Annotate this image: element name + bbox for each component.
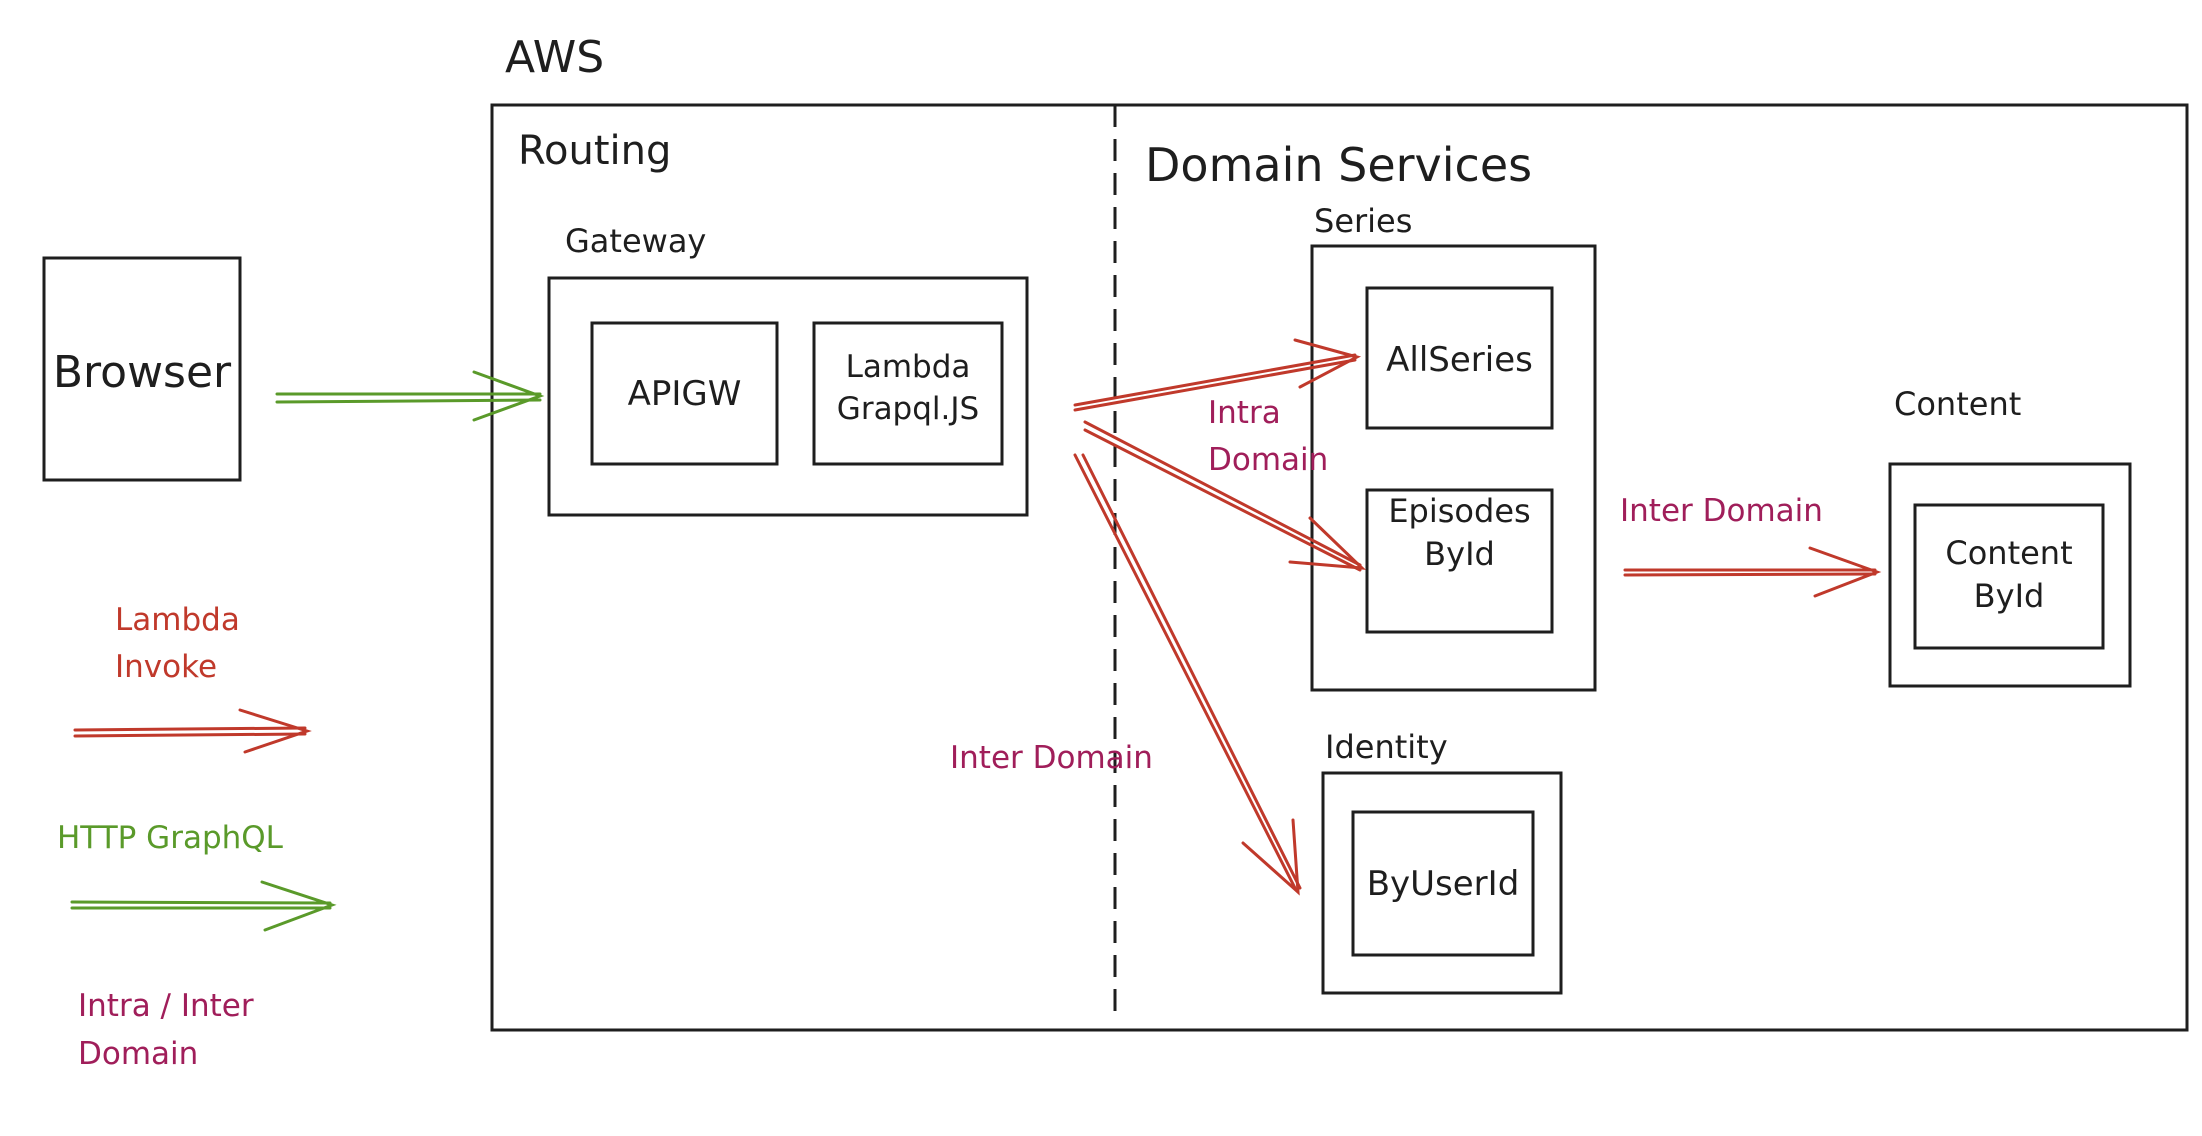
gateway-box xyxy=(547,276,1029,517)
legend-http-graphql-label: HTTP GraphQL xyxy=(57,820,283,856)
all-series-label: AllSeries xyxy=(1386,340,1533,380)
legend-lambda-arrow xyxy=(73,708,312,754)
series-box xyxy=(1310,244,1597,692)
by-user-id-label: ByUserId xyxy=(1366,864,1520,904)
aws-boundary xyxy=(490,103,2189,1032)
by-user-id-box xyxy=(1351,810,1535,957)
identity-label: Identity xyxy=(1325,728,1448,766)
episodes-label: Episodes ById xyxy=(1388,492,1531,574)
content-by-id-label: Content ById xyxy=(1945,534,2073,616)
inter-domain-label-identity: Inter Domain xyxy=(950,740,1153,776)
legend-lambda-invoke-label: Lambda Invoke xyxy=(115,602,240,685)
lambda-box xyxy=(812,321,1004,466)
arrow-to-content xyxy=(1623,546,1882,598)
episodes-box xyxy=(1365,488,1554,634)
arrow-to-identity xyxy=(1073,453,1302,896)
inter-domain-label-episodes-content: Inter Domain xyxy=(1620,493,1823,529)
browser-box xyxy=(42,256,242,482)
arrow-to-all-series xyxy=(1073,338,1362,412)
routing-label: Routing xyxy=(518,128,672,174)
content-box xyxy=(1888,462,2132,688)
content-label: Content xyxy=(1894,385,2022,423)
aws-label: AWS xyxy=(505,32,605,83)
series-label: Series xyxy=(1314,202,1413,240)
legend-http-arrow xyxy=(70,880,337,932)
lambda-label: Lambda Grapql.JS xyxy=(836,349,980,427)
all-series-box xyxy=(1365,286,1554,430)
identity-box xyxy=(1321,771,1563,995)
gateway-label: Gateway xyxy=(565,222,707,260)
apigw-box xyxy=(590,321,779,466)
browser-label: Browser xyxy=(52,347,232,398)
legend-intra-inter-label: Intra / Inter Domain xyxy=(78,988,254,1073)
domain-services-label: Domain Services xyxy=(1145,138,1533,192)
intra-domain-label: Intra Domain xyxy=(1208,395,1329,478)
apigw-label: APIGW xyxy=(627,374,742,414)
arrow-to-episodes xyxy=(1083,420,1367,572)
http-arrow xyxy=(275,370,545,422)
content-by-id-box xyxy=(1913,503,2105,650)
